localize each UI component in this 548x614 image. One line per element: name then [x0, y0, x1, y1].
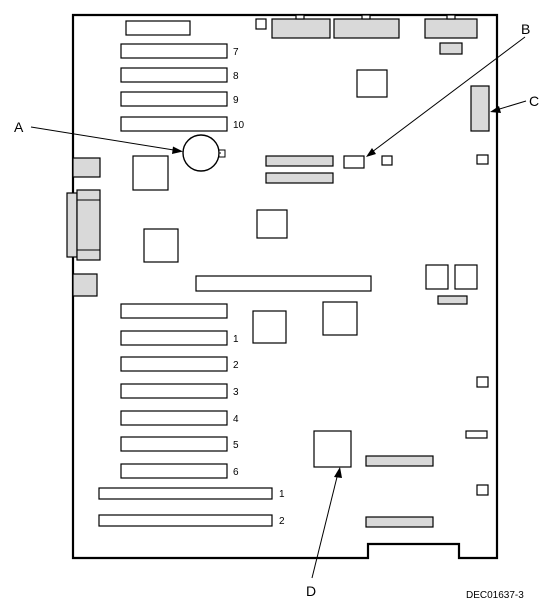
leader-c [490, 100, 527, 113]
leader-d [311, 467, 342, 579]
parallel-port-connector [66, 189, 101, 261]
expansion-slot-1 [120, 330, 228, 346]
left-connector-top [72, 157, 101, 178]
slot-number-4: 4 [233, 414, 239, 425]
long-socket [195, 275, 372, 292]
top-header-1 [125, 20, 191, 36]
top-connector-3-tab [446, 14, 456, 20]
top-connector-1-tab [295, 14, 305, 20]
slot-number-7: 7 [233, 47, 239, 58]
slot-number-1: 1 [233, 334, 239, 345]
top-jumper [255, 18, 267, 30]
callout-d: D [306, 583, 316, 599]
slot-number-10: 10 [233, 120, 245, 131]
leader-b [366, 36, 526, 157]
top-connector-2-tab [361, 14, 371, 20]
chip-center-2 [252, 310, 287, 344]
chip-left-upper [132, 155, 169, 191]
battery [182, 134, 220, 172]
small-header-2 [437, 295, 468, 305]
callout-c: C [529, 93, 539, 109]
header-lower-1 [365, 455, 434, 467]
small-part-2 [476, 154, 489, 165]
left-connector-bottom [72, 273, 98, 297]
small-part-3 [476, 376, 489, 388]
slot-number-6: 6 [233, 467, 239, 478]
chip-left-middle [143, 228, 179, 263]
callout-a: A [14, 119, 24, 135]
slot-number-8: 8 [233, 71, 239, 82]
top-connector-3 [424, 18, 478, 39]
expansion-slot-5 [120, 436, 228, 452]
chip-d [313, 430, 352, 468]
top-connector-2 [333, 18, 400, 39]
chip-center-3 [322, 301, 358, 336]
expansion-slot-4 [120, 410, 228, 426]
expansion-slot-7 [120, 43, 228, 59]
slot-number-5: 5 [233, 440, 239, 451]
header-lower-2 [365, 516, 434, 528]
chip-center [256, 209, 288, 239]
chip-right-1 [425, 264, 449, 290]
chip-top-right [356, 69, 388, 98]
expansion-slot-6 [120, 463, 228, 479]
top-connector-1 [271, 18, 331, 39]
memory-socket-2 [265, 172, 334, 184]
slot-number-9: 9 [233, 95, 239, 106]
callout-b: B [521, 21, 530, 37]
long-slot-1 [98, 487, 273, 500]
long-slot-number-1: 1 [279, 489, 285, 500]
figure-id: DEC01637-3 [466, 590, 524, 601]
slot-number-2: 2 [233, 360, 239, 371]
expansion-slot-blank [120, 303, 228, 319]
expansion-slot-9 [120, 91, 228, 107]
connector-c [470, 85, 490, 132]
expansion-slot-8 [120, 67, 228, 83]
expansion-slot-10 [120, 116, 228, 132]
small-part-1 [381, 155, 393, 166]
long-slot-2 [98, 514, 273, 527]
jumper-b [343, 155, 365, 169]
long-slot-number-2: 2 [279, 516, 285, 527]
memory-socket-1 [265, 155, 334, 167]
small-header [439, 42, 463, 55]
small-part-5 [476, 484, 489, 496]
small-part-4 [465, 430, 488, 439]
leader-a [30, 126, 183, 154]
slot-number-3: 3 [233, 387, 239, 398]
chip-right-2 [454, 264, 478, 290]
expansion-slot-2 [120, 356, 228, 372]
expansion-slot-3 [120, 383, 228, 399]
